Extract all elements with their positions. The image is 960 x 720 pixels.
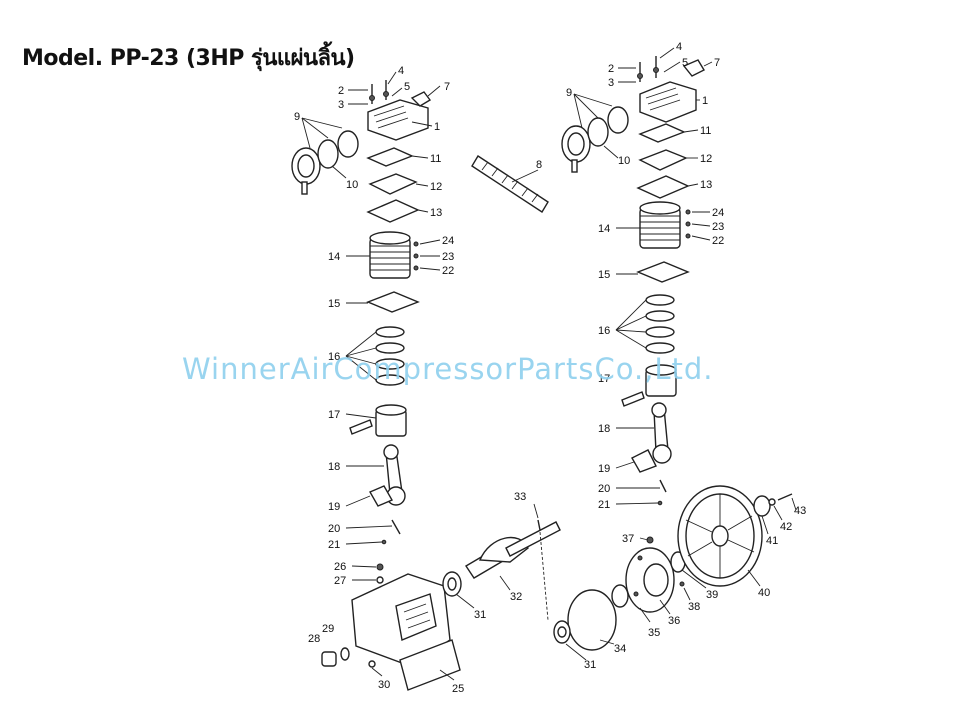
callout-labels: 1 2 3 4 5 7 9 10 11 12 13 14 15 16 17 18… — [294, 41, 806, 695]
callout-right-43: 43 — [794, 505, 806, 517]
callout-left-31: 31 — [474, 609, 486, 621]
callout-left-14: 14 — [328, 251, 340, 263]
flywheel-part — [677, 485, 763, 587]
callout-left-11: 11 — [430, 153, 441, 165]
left-assembly — [291, 80, 561, 691]
diagram-title: Model. PP-23 (3HP รุ่นแผ่นลิ้น) — [22, 46, 355, 71]
cylinder-part — [369, 231, 411, 279]
callout-left-33: 33 — [514, 491, 526, 503]
callout-left-4: 4 — [398, 65, 404, 77]
callout-left-12: 12 — [430, 181, 442, 193]
callout-left-5: 5 — [404, 81, 410, 93]
crankshaft-part — [465, 521, 561, 579]
callout-left-23: 23 — [442, 251, 454, 263]
callout-center-8: 8 — [536, 159, 542, 171]
callout-left-21: 21 — [328, 539, 340, 551]
callout-right-11: 11 — [700, 125, 711, 137]
callout-left-9: 9 — [294, 111, 300, 123]
callout-right-31: 31 — [584, 659, 596, 671]
callout-left-15: 15 — [328, 298, 340, 310]
callout-right-38: 38 — [688, 601, 700, 613]
callout-left-25: 25 — [452, 683, 464, 695]
callout-left-2: 2 — [338, 85, 344, 97]
callout-right-37: 37 — [622, 533, 634, 545]
callout-left-29: 29 — [322, 623, 334, 635]
callout-left-3: 3 — [338, 99, 344, 111]
right-assembly — [553, 56, 793, 651]
callout-right-13: 13 — [700, 179, 712, 191]
callout-left-24: 24 — [442, 235, 454, 247]
piston-part — [349, 404, 407, 437]
callout-left-13: 13 — [430, 207, 442, 219]
callout-right-10: 10 — [618, 155, 630, 167]
callout-right-34: 34 — [614, 643, 626, 655]
callout-right-21: 21 — [598, 499, 610, 511]
callout-left-22: 22 — [442, 265, 454, 277]
callout-right-7: 7 — [714, 57, 720, 69]
callout-right-36: 36 — [668, 615, 680, 627]
callout-left-30: 30 — [378, 679, 390, 691]
callout-left-1: 1 — [434, 121, 440, 133]
callout-left-32: 32 — [510, 591, 522, 603]
callout-left-17: 17 — [328, 409, 340, 421]
callout-left-16: 16 — [328, 351, 340, 363]
callout-right-41: 41 — [766, 535, 778, 547]
callout-right-22: 22 — [712, 235, 724, 247]
callout-left-26: 26 — [334, 561, 346, 573]
callout-right-9: 9 — [566, 87, 572, 99]
callout-right-24: 24 — [712, 207, 724, 219]
callout-right-14: 14 — [598, 223, 610, 235]
callout-left-10: 10 — [346, 179, 358, 191]
callout-right-42: 42 — [780, 521, 792, 533]
leader-lines — [301, 47, 797, 681]
callout-right-18: 18 — [598, 423, 610, 435]
callout-right-5: 5 — [682, 57, 688, 69]
callout-right-39: 39 — [706, 589, 718, 601]
bearing-cover-part — [625, 547, 675, 613]
callout-left-7: 7 — [444, 81, 450, 93]
callout-right-12: 12 — [700, 153, 712, 165]
crankcase-part — [351, 573, 461, 691]
callout-right-40: 40 — [758, 587, 770, 599]
callout-left-27: 27 — [334, 575, 346, 587]
callout-right-1: 1 — [702, 95, 708, 107]
callout-right-17: 17 — [598, 373, 610, 385]
callout-right-19: 19 — [598, 463, 610, 475]
callout-right-15: 15 — [598, 269, 610, 281]
callout-right-35: 35 — [648, 627, 660, 639]
company-watermark: WinnerAirCompressorPartsCo.,Ltd. — [182, 352, 714, 386]
callout-left-19: 19 — [328, 501, 340, 513]
discharge-pipe-part — [471, 155, 549, 213]
air-filter-part — [291, 130, 359, 195]
callout-left-28: 28 — [308, 633, 320, 645]
callout-right-16: 16 — [598, 325, 610, 337]
cylinder-head-part — [367, 99, 429, 141]
callout-right-3: 3 — [608, 77, 614, 89]
callout-right-23: 23 — [712, 221, 724, 233]
callout-left-18: 18 — [328, 461, 340, 473]
callout-right-20: 20 — [598, 483, 610, 495]
callout-right-2: 2 — [608, 63, 614, 75]
callout-left-20: 20 — [328, 523, 340, 535]
callout-right-4: 4 — [676, 41, 682, 53]
